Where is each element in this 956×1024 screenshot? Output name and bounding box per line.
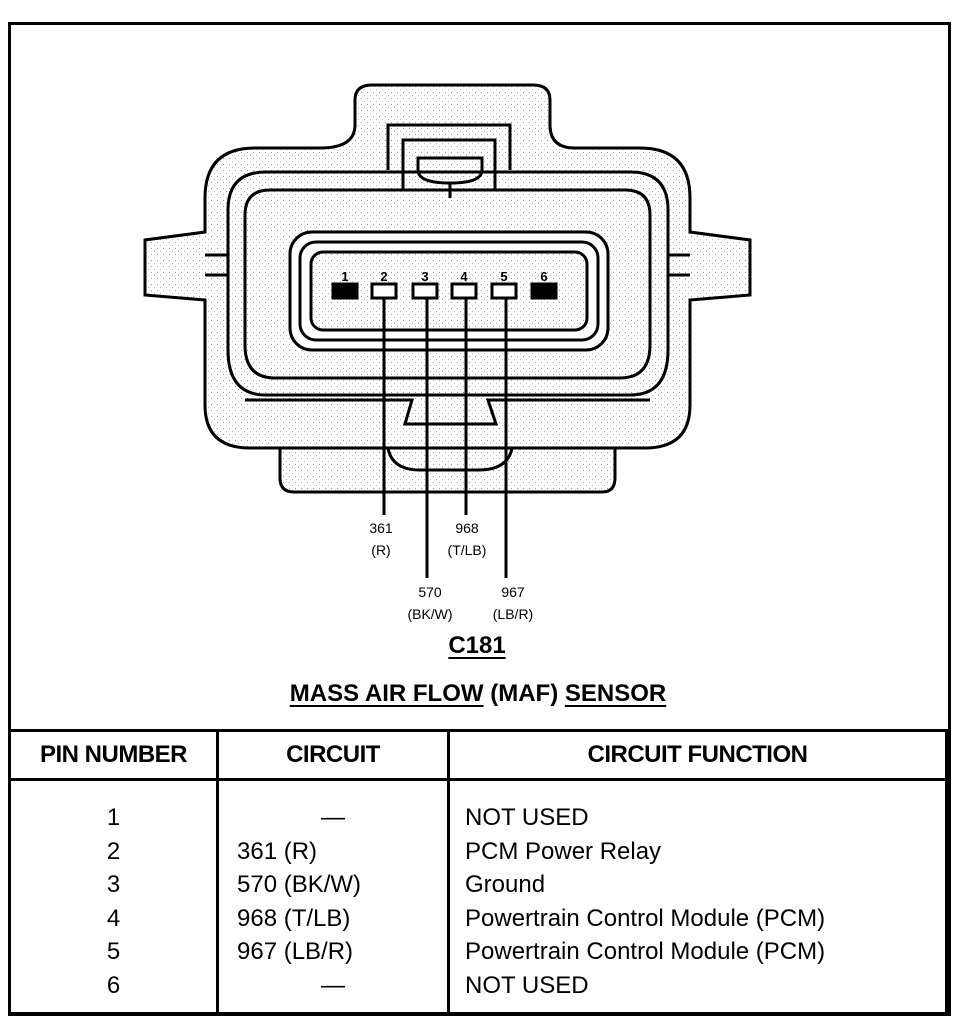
connector-title: MASS AIR FLOW (MAF) SENSOR xyxy=(289,680,667,707)
circuit: 570 (BK/W) xyxy=(216,868,450,902)
circuit-function: Ground xyxy=(447,868,948,902)
circuit: 968 (T/LB) xyxy=(216,901,450,935)
pin-label: 3 xyxy=(421,269,428,284)
circuit: — xyxy=(216,968,450,1015)
header-pin-number: PIN NUMBER xyxy=(8,729,219,781)
pin-label: 2 xyxy=(380,269,387,284)
pin-number: 3 xyxy=(8,868,219,902)
circuit-function: NOT USED xyxy=(447,968,948,1015)
wire-label-361: 361(R) xyxy=(369,520,393,558)
pin-6 xyxy=(530,282,558,300)
pin-number: 1 xyxy=(8,779,219,835)
pin-label: 1 xyxy=(341,269,348,284)
pin-number: 5 xyxy=(8,935,219,969)
wire-label-967: 967(LB/R) xyxy=(492,584,534,622)
connector-id: C181 xyxy=(448,632,506,659)
header-circuit: CIRCUIT xyxy=(216,729,450,781)
pin-5 xyxy=(490,282,518,300)
pin-label: 5 xyxy=(500,269,507,284)
circuit-function: Powertrain Control Module (PCM) xyxy=(447,935,948,969)
pinout-table: PIN NUMBER CIRCUIT CIRCUIT FUNCTION 1—NO… xyxy=(8,729,948,1015)
pin-4 xyxy=(450,282,478,300)
pin-1 xyxy=(331,282,359,300)
circuit: — xyxy=(216,779,450,835)
connector-outlines xyxy=(205,123,690,472)
circuit-function: Powertrain Control Module (PCM) xyxy=(447,901,948,935)
wire-label-570: 570(BK/W) xyxy=(407,584,453,622)
header-circuit-function: CIRCUIT FUNCTION xyxy=(447,729,948,781)
diagram-frame xyxy=(8,22,951,1016)
pin-number: 6 xyxy=(8,968,219,1015)
wire-label-968: 968(T/LB) xyxy=(447,520,487,558)
table-row: 6—NOT USED xyxy=(8,968,948,1015)
pin-label: 6 xyxy=(540,269,547,284)
circuit-function: PCM Power Relay xyxy=(447,834,948,868)
connector-drawing: 1 2 3 4 5 6 xyxy=(143,83,752,578)
table-row: 1—NOT USED xyxy=(8,779,948,835)
wire-leads xyxy=(382,298,508,578)
pin-number: 2 xyxy=(8,834,219,868)
pin-2 xyxy=(370,282,398,300)
pin-cavities: 1 2 3 4 5 6 xyxy=(331,269,558,300)
pin-3 xyxy=(411,282,439,300)
pin-label: 4 xyxy=(460,269,468,284)
pin-number: 4 xyxy=(8,901,219,935)
circuit-function: NOT USED xyxy=(447,779,948,835)
circuit: 967 (LB/R) xyxy=(216,935,450,969)
circuit: 361 (R) xyxy=(216,834,450,868)
